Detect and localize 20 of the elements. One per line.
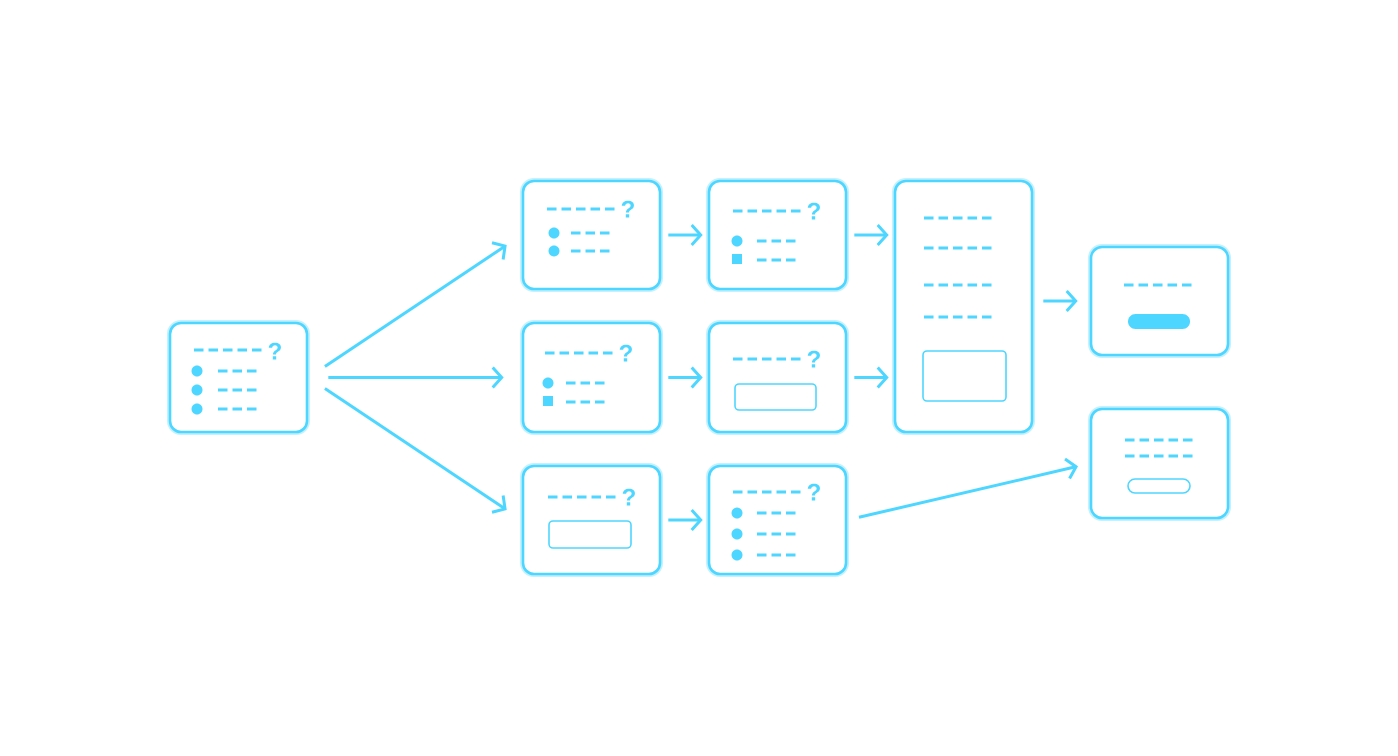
card [892,178,1035,435]
arrow [668,224,703,246]
card: ? [167,320,310,435]
card [1088,406,1231,521]
arrow [858,457,1079,519]
arrow [668,509,703,531]
card: ? [520,463,663,577]
card: ? [706,320,849,435]
card: ? [520,320,663,435]
card: ? [706,178,849,292]
arrow [1043,290,1078,312]
arrow [854,366,889,389]
arrow [328,366,504,389]
card [1088,244,1231,358]
arrow [854,224,889,246]
arrow [324,241,507,368]
arrow [668,366,703,389]
card: ? [520,178,663,292]
card: ? [706,463,849,577]
arrow [324,387,507,514]
